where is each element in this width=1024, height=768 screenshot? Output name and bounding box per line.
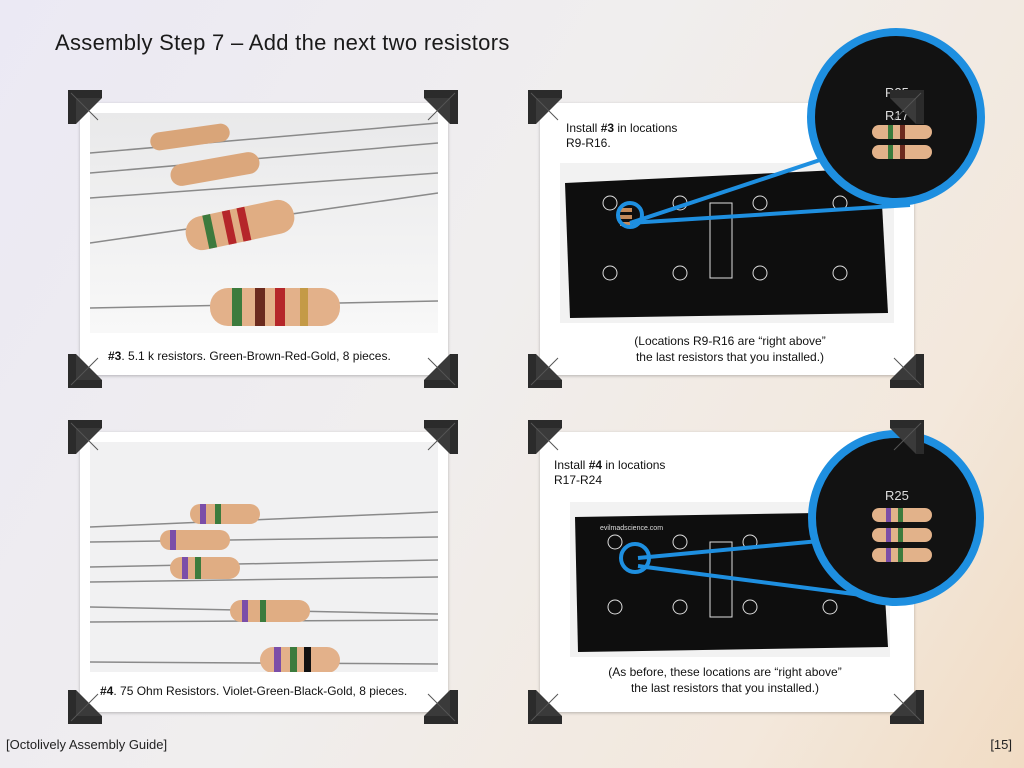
zoom-callout-4: R25: [619, 430, 984, 606]
instr-num: #3: [600, 121, 615, 135]
footer-page-number: [15]: [990, 737, 1012, 752]
instr-num: #4: [588, 458, 603, 472]
photo-corner-icon: [68, 420, 102, 454]
photo-corner-icon: [424, 354, 458, 388]
photo-corner-icon: [528, 90, 562, 124]
part-number: #4: [100, 684, 114, 698]
instr-post: in locations: [602, 458, 666, 472]
photo-corner-icon: [528, 354, 562, 388]
photo-corner-icon: [890, 90, 924, 124]
instr-pre: Install: [554, 458, 589, 472]
photo-corner-icon: [528, 690, 562, 724]
photo-corner-icon: [528, 420, 562, 454]
resistor-photo-3: [90, 113, 438, 333]
photo-corner-icon: [890, 354, 924, 388]
note-line-1: (As before, these locations are “right a…: [608, 665, 842, 679]
caption-resistors-4: #4. 75 Ohm Resistors. Violet-Green-Black…: [100, 684, 407, 698]
board-label: evilmadscience.com: [600, 525, 663, 532]
page-title: Assembly Step 7 – Add the next two resis…: [55, 30, 510, 55]
photo-corner-icon: [890, 420, 924, 454]
photo-corner-icon: [424, 90, 458, 124]
zoom-label-r25: R25: [885, 488, 909, 503]
note-line-2: the last resistors that you installed.): [635, 350, 825, 364]
photo-corner-icon: [890, 690, 924, 724]
panel-resistors-3: #3. 5.1 k resistors. Green-Brown-Red-Gol…: [80, 103, 448, 375]
resistor-photo-4: [90, 442, 438, 672]
panel-resistors-4: #4. 75 Ohm Resistors. Violet-Green-Black…: [80, 432, 448, 712]
location-note-4: (As before, these locations are “right a…: [575, 664, 875, 696]
install-instruction-4: Install #4 in locations R17-R24: [554, 458, 665, 488]
photo-corner-icon: [424, 690, 458, 724]
photo-corner-icon: [68, 90, 102, 124]
photo-corner-icon: [68, 354, 102, 388]
instr-loc: R17-R24: [554, 473, 603, 487]
note-line-1: (Locations R9-R16 are “right above”: [634, 334, 826, 348]
zoom-callout-3: R25 R17: [616, 28, 985, 229]
part-number: #3: [108, 349, 122, 363]
install-instruction-3: Install #3 in locations R9-R16.: [566, 121, 677, 151]
caption-text: . 75 Ohm Resistors. Violet-Green-Black-G…: [113, 684, 408, 698]
caption-resistors-3: #3. 5.1 k resistors. Green-Brown-Red-Gol…: [108, 349, 391, 363]
footer-guide-name: [Octolively Assembly Guide]: [6, 737, 168, 752]
instr-pre: Install: [566, 121, 601, 135]
photo-corner-icon: [424, 420, 458, 454]
photo-corner-icon: [68, 690, 102, 724]
caption-text: . 5.1 k resistors. Green-Brown-Red-Gold,…: [121, 349, 391, 363]
note-line-2: the last resistors that you installed.): [630, 681, 820, 695]
instr-loc: R9-R16.: [566, 136, 611, 150]
location-note-3: (Locations R9-R16 are “right above” the …: [580, 333, 880, 365]
instr-post: in locations: [614, 121, 678, 135]
